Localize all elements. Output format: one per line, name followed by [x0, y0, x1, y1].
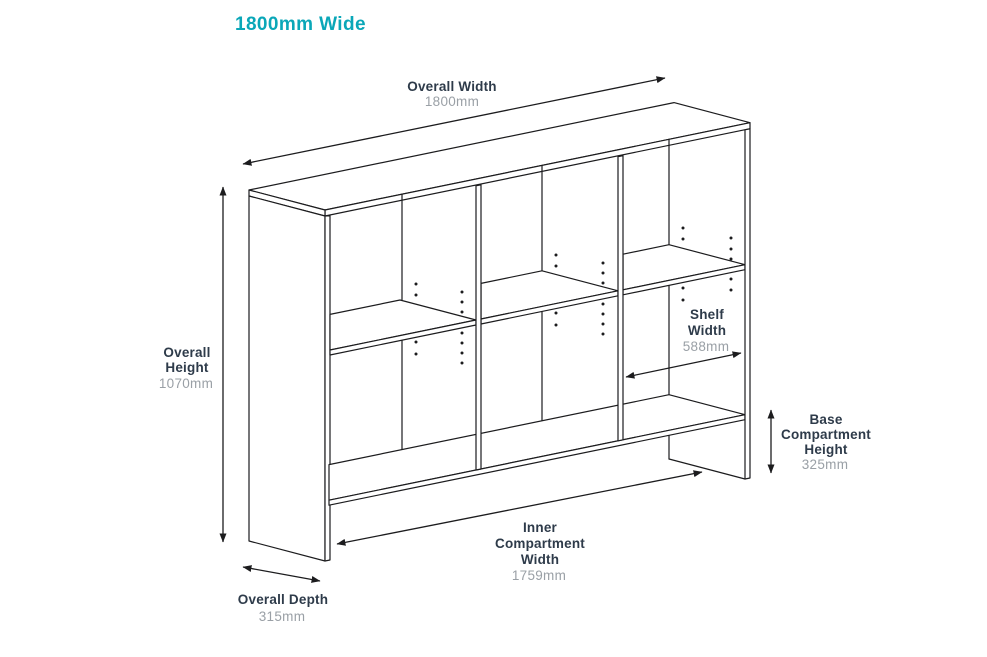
dim-overall-height: Overall Height 1070mm [159, 186, 227, 543]
base-shelf [328, 394, 746, 506]
shelf-pin-holes [414, 226, 733, 365]
overall-width-value: 1800mm [425, 94, 479, 109]
base-top-face [328, 394, 746, 501]
inner-compartment-width-value: 1759mm [512, 568, 566, 583]
right-panel-front-edge [744, 128, 751, 480]
top-panel-top-face [248, 101, 751, 211]
overall-depth-label: Overall Depth [238, 592, 328, 607]
left-panel-front-edge [324, 215, 331, 562]
overall-height-label-line2: Height [165, 360, 209, 375]
dim-base-compartment-height: Base Compartment Height 325mm [767, 409, 871, 474]
dim-overall-width: Overall Width 1800mm [242, 76, 666, 166]
inner-compartment-width-arrow [336, 470, 703, 546]
shelf-width-label-line2: Width [688, 323, 726, 338]
inner-compartment-width-label-line1: Inner [523, 520, 558, 535]
shelf-left-compartment [329, 299, 477, 356]
left-panel-outer-face [248, 195, 326, 562]
base-compartment-height-label-line1: Base [809, 412, 842, 427]
inner-compartment-width-label-line2: Compartment [495, 536, 585, 551]
base-compartment-height-label-line3: Height [804, 442, 848, 457]
shelf-width-arrow [625, 351, 742, 379]
shelf-top-face [622, 244, 746, 291]
dim-shelf-width: Shelf Width 588mm [625, 307, 742, 379]
overall-height-label-line1: Overall [163, 345, 210, 360]
overall-depth-arrow [242, 565, 321, 583]
overall-width-label: Overall Width [407, 79, 497, 94]
shelf-width-label-line1: Shelf [690, 307, 724, 322]
partition-1-front-edge [475, 184, 482, 471]
dim-inner-compartment-width: Inner Compartment Width 1759mm [336, 470, 703, 583]
left-side-panel [248, 195, 331, 562]
overall-depth-value: 315mm [259, 609, 306, 624]
base-compartment-height-label-line2: Compartment [781, 427, 871, 442]
dimension-annotations: Overall Width 1800mm Overall Height 1070… [159, 76, 871, 624]
overall-height-value: 1070mm [159, 376, 213, 391]
right-panel-bottom-edge [668, 458, 746, 480]
top-panel [248, 101, 751, 217]
partition-2-front-edge [617, 155, 624, 442]
base-compartment-height-value: 325mm [802, 457, 849, 472]
overall-width-arrow [242, 76, 666, 166]
shelf-middle-compartment [480, 270, 619, 325]
shelf-width-value: 588mm [683, 339, 730, 354]
dim-overall-depth: Overall Depth 315mm [238, 565, 328, 624]
inner-compartment-width-label-line3: Width [521, 552, 559, 567]
hutch-drawing [248, 101, 751, 562]
page-title: 1800mm Wide [235, 14, 366, 35]
